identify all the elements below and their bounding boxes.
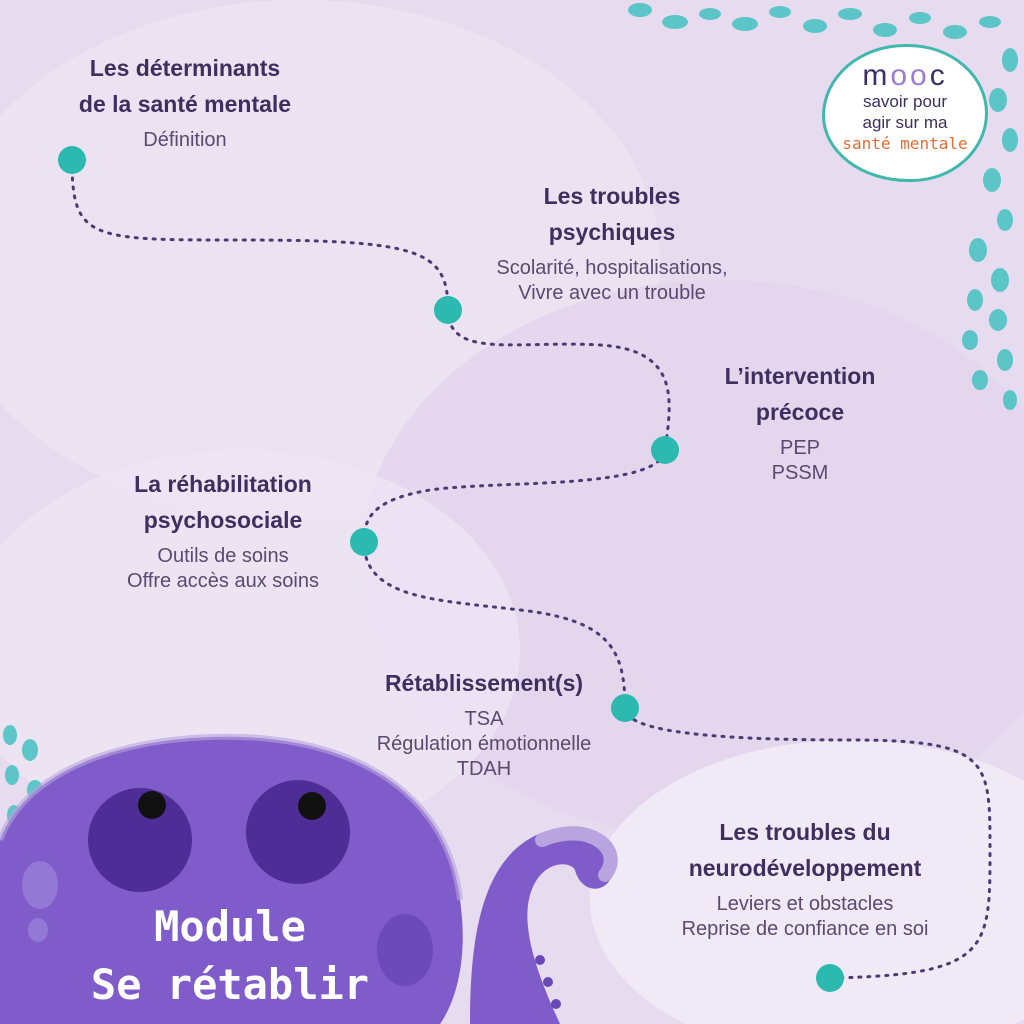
step-rehabilitation: La réhabilitation psychosociale Outils d…: [90, 466, 356, 594]
step-description: Outils de soins Offre accès aux soins: [90, 544, 356, 594]
step-retablissement: Rétablissement(s) TSA Régulation émotion…: [334, 665, 634, 782]
step-description: PEP PSSM: [680, 436, 920, 486]
step-title: Les troubles du neurodéveloppement: [650, 814, 960, 886]
logo-accent: santé mentale: [825, 133, 985, 155]
mascot-right-eye-icon: [246, 780, 350, 884]
step-neurodeveloppement: Les troubles du neurodéveloppement Levie…: [650, 814, 960, 942]
step-title: Rétablissement(s): [334, 665, 634, 701]
path-node-2: [434, 296, 462, 324]
module-title: Module Se rétablir: [60, 898, 400, 1014]
step-title: La réhabilitation psychosociale: [90, 466, 356, 538]
step-description: Scolarité, hospitalisations, Vivre avec …: [462, 256, 762, 306]
logo-brand: mooc: [825, 61, 985, 91]
step-title: Les troubles psychiques: [462, 178, 762, 250]
step-description: Définition: [40, 128, 330, 153]
step-intervention-precoce: L’intervention précoce PEP PSSM: [680, 358, 920, 486]
step-title: Les déterminants de la santé mentale: [40, 50, 330, 122]
path-node-3: [651, 436, 679, 464]
step-title: L’intervention précoce: [680, 358, 920, 430]
step-description: TSA Régulation émotionnelle TDAH: [334, 707, 634, 782]
step-description: Leviers et obstacles Reprise de confianc…: [650, 892, 960, 942]
step-determinants: Les déterminants de la santé mentale Déf…: [40, 50, 330, 153]
path-node-6: [816, 964, 844, 992]
step-troubles-psychiques: Les troubles psychiques Scolarité, hospi…: [462, 178, 762, 306]
mooc-logo: mooc savoir pour agir sur ma santé menta…: [822, 44, 988, 182]
logo-line-2: agir sur ma: [825, 112, 985, 133]
logo-line-1: savoir pour: [825, 91, 985, 112]
